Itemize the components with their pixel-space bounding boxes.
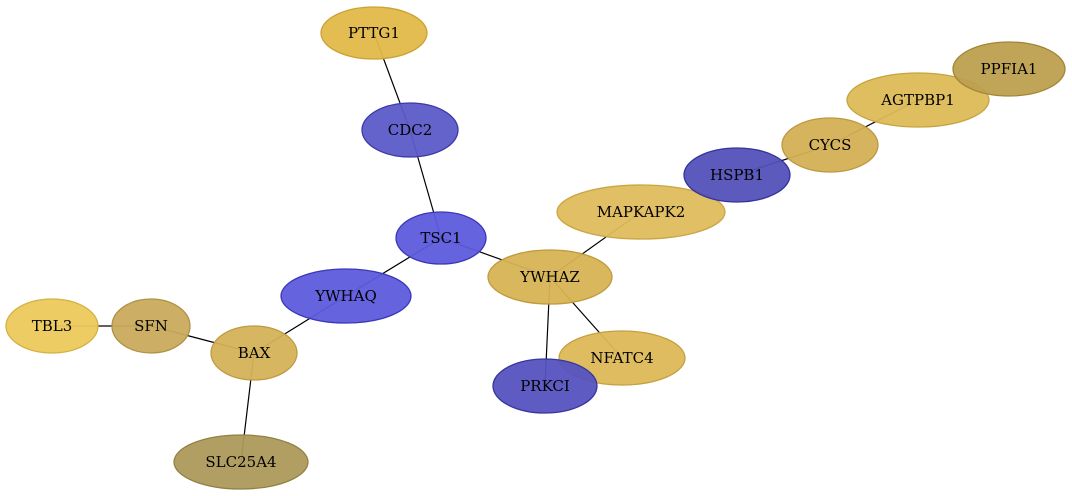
node-label: CYCS [809,136,852,154]
node-nfatc4[interactable]: NFATC4 [558,330,686,386]
node-shape [210,325,298,381]
node-shape [361,102,459,158]
node-label: PPFIA1 [981,60,1038,78]
node-ppfia1[interactable]: PPFIA1 [952,41,1066,97]
node-cycs[interactable]: CYCS [781,117,879,173]
node-label: YWHAZ [519,268,580,286]
node-shape [111,298,191,354]
node-label: AGTPBP1 [880,91,955,109]
node-tbl3[interactable]: TBL3 [5,298,99,354]
node-ywhaq[interactable]: YWHAQ [280,268,412,324]
node-shape [487,249,613,305]
node-shape [320,6,428,60]
edges-layer [52,32,919,463]
node-label: PTTG1 [348,24,400,42]
node-ywhaz[interactable]: YWHAZ [487,249,613,305]
node-shape [846,72,990,128]
node-label: TSC1 [420,229,461,247]
node-label: HSPB1 [710,166,764,184]
node-shape [558,330,686,386]
node-label: MAPKAPK2 [597,203,686,221]
node-mapkapk2[interactable]: MAPKAPK2 [556,184,726,240]
node-shape [683,147,791,203]
node-shape [173,434,309,490]
node-label: PRKCI [520,377,570,395]
node-shape [5,298,99,354]
node-cdc2[interactable]: CDC2 [361,102,459,158]
node-shape [395,211,487,265]
node-pttg1[interactable]: PTTG1 [320,6,428,60]
node-shape [492,358,598,414]
node-label: NFATC4 [590,349,653,367]
node-hspb1[interactable]: HSPB1 [683,147,791,203]
node-label: YWHAQ [314,287,377,305]
node-bax[interactable]: BAX [210,325,298,381]
node-label: SLC25A4 [205,453,276,471]
node-tsc1[interactable]: TSC1 [395,211,487,265]
node-sfn[interactable]: SFN [111,298,191,354]
node-shape [280,268,412,324]
node-shape [781,117,879,173]
node-prkci[interactable]: PRKCI [492,358,598,414]
node-slc25a4[interactable]: SLC25A4 [173,434,309,490]
node-shape [952,41,1066,97]
node-shape [556,184,726,240]
node-label: TBL3 [32,317,73,335]
node-label: SFN [134,317,168,335]
node-label: CDC2 [388,121,433,139]
node-label: BAX [238,344,271,362]
node-agtpbp1[interactable]: AGTPBP1 [846,72,990,128]
